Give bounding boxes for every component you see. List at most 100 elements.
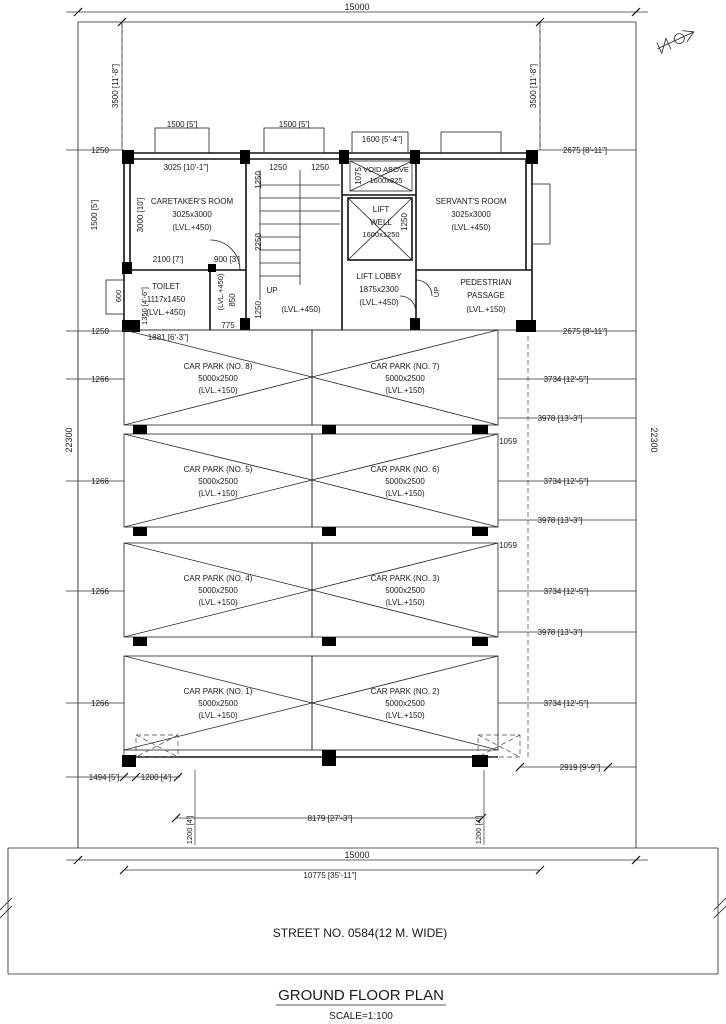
car-park-5-size: 5000x2500 (198, 477, 238, 486)
dim-top-window-mid: 1500 [5'] (279, 120, 309, 129)
dim-top-window-left: 1500 [5'] (167, 120, 197, 129)
pedestrian-name-1: PEDESTRIAN (460, 278, 511, 287)
dim-park-left-4: 1266 (91, 699, 109, 708)
dim-park-gap-1: 1059 (499, 437, 517, 446)
car-park-1-name: CAR PARK (NO. 1) (184, 687, 253, 696)
car-park-6-level: (LVL.+150) (385, 489, 425, 498)
caretaker-room-name: CARETAKER'S ROOM (151, 197, 234, 206)
dim-park-inner-3: 3978 [13'-3"] (538, 628, 583, 637)
car-park-1-size: 5000x2500 (198, 699, 238, 708)
car-park-7-level: (LVL.+150) (385, 386, 425, 395)
car-park-8-size: 5000x2500 (198, 374, 238, 383)
dim-overall-width: 15000 (344, 2, 369, 12)
dim-park-left-1: 1266 (91, 375, 109, 384)
lift-lobby-size: 1875x2300 (359, 285, 399, 294)
dim-park-right-1: 3734 [12'-5"] (544, 375, 589, 384)
dim-landing-850: 850 (228, 293, 237, 307)
dim-frontage-inner: 10775 [35'-11"] (303, 871, 356, 880)
dim-left-offset-top: 1250 (91, 146, 109, 155)
car-park-2-level: (LVL.+150) (385, 711, 425, 720)
car-park-bays (123, 329, 529, 758)
street: 15000 10775 [35'-11"] STREET NO. 0584(12… (0, 847, 726, 975)
lift-lobby-name: LIFT LOBBY (356, 272, 402, 281)
gate-dimensions: 1494 [5'] 1200 [4'] 2919 [9'-9"] 8179 [2… (66, 762, 636, 845)
dim-park-right-2: 3734 [12'-5"] (544, 477, 589, 486)
dim-lift-depth: 1250 (400, 213, 409, 231)
car-park-8-name: CAR PARK (NO. 8) (184, 362, 253, 371)
north-arrow-icon (656, 30, 695, 55)
stair-up-label: UP (266, 286, 277, 295)
lift-well-size: 1600x1250 (362, 230, 399, 239)
columns-top (122, 150, 538, 332)
dim-depth-right: 22300 (649, 427, 659, 452)
dim-gate-right: 2919 [9'-9"] (560, 763, 600, 772)
dim-landing-775: 775 (221, 321, 235, 330)
drawing-title: GROUND FLOOR PLAN SCALE=1:100 (276, 987, 446, 1022)
dim-park-right-3: 3734 [12'-5"] (544, 587, 589, 596)
car-park-6-size: 5000x2500 (385, 477, 425, 486)
servant-room-size: 3025x3000 (451, 210, 491, 219)
dim-gate-width-left: 1200 [4'] (141, 773, 171, 782)
pedestrian-name-2: PASSAGE (467, 291, 505, 300)
car-park-5-level: (LVL.+150) (198, 489, 238, 498)
dim-setback-left: 3500 [11'-8"] (111, 64, 120, 108)
car-park-3-size: 5000x2500 (385, 586, 425, 595)
stair-level: (LVL.+450) (281, 305, 321, 314)
void-name: VOID ABOVE (363, 165, 409, 174)
car-park-1-level: (LVL.+150) (198, 711, 238, 720)
lift-lobby-level: (LVL.+450) (359, 298, 399, 307)
dim-gate-post-left: 1200 [4'] (185, 816, 194, 845)
top-overall-dimension: 15000 (66, 2, 648, 17)
dim-right-offset-top: 2675 [8'-11"] (563, 146, 607, 155)
dim-void-depth: 1075 (354, 167, 363, 185)
dim-left-offset-park: 1250 (91, 327, 109, 336)
dim-park-right-4: 3734 [12'-5"] (544, 699, 589, 708)
top-dims: 1500 [5'] 1500 [5'] 1600 [5'-4"] 1250 26… (66, 120, 636, 342)
dim-park-left-2: 1266 (91, 477, 109, 486)
car-park-3-name: CAR PARK (NO. 3) (371, 574, 440, 583)
car-park-8-level: (LVL.+150) (198, 386, 238, 395)
dim-toilet-wall-1: 600 (114, 290, 123, 303)
dim-park-inner-2: 3978 [13'-3"] (538, 516, 583, 525)
dim-caretaker-depth: 3000 [10'] (136, 198, 145, 233)
dim-stair-side: 1250 (254, 171, 263, 189)
servant-room-name: SERVANT'S ROOM (435, 197, 506, 206)
car-park-3-level: (LVL.+150) (385, 598, 425, 607)
pedestrian-level: (LVL.+150) (466, 305, 506, 314)
car-park-7-name: CAR PARK (NO. 7) (371, 362, 440, 371)
lift-well-name-1: LIFT (373, 205, 390, 214)
dim-stair-landing: 1250 (311, 163, 329, 172)
car-park-4-name: CAR PARK (NO. 4) (184, 574, 253, 583)
caretaker-room-size: 3025x3000 (172, 210, 212, 219)
dim-gate-center: 8179 [27'-3"] (308, 814, 353, 823)
columns-park (122, 425, 488, 767)
park-dimensions: 1266 1266 1266 1266 3734 [12'-5"] 3734 [… (66, 375, 636, 708)
dim-right-offset-park: 2675 [8'-11"] (563, 327, 607, 336)
caretaker-room-level: (LVL.+450) (172, 223, 212, 232)
car-park-7-size: 5000x2500 (385, 374, 425, 383)
dim-gate-post-right: 1200 [4'] (474, 816, 483, 845)
dim-toilet-wall-2: 1350 [4'-6"] (140, 287, 149, 325)
room-labels: CARETAKER'S ROOM 3025x3000 (LVL.+450) SE… (146, 165, 511, 317)
toilet-name: TOILET (152, 282, 180, 291)
toilet-level: (LVL.+450) (146, 308, 186, 317)
dim-landing-1250: 1250 (254, 301, 263, 319)
car-park-4-level: (LVL.+150) (198, 598, 238, 607)
front-setback-dimensions: 3500 [11'-8"] 3500 [11'-8"] (111, 17, 545, 150)
dim-park-inner-1: 3978 [13'-3"] (538, 414, 583, 423)
side-depth-dimensions: 22300 22300 (64, 330, 659, 848)
dim-stair-width: 1250 (269, 163, 287, 172)
void-size: 1600x825 (370, 176, 403, 185)
car-park-5-name: CAR PARK (NO. 5) (184, 465, 253, 474)
dim-left-window: 1500 [5'] (90, 200, 99, 230)
lift-well-name-2: WELL (370, 218, 392, 227)
dim-toilet-strip: 2100 [7'] (153, 255, 183, 264)
dim-park-gap-2: 1059 (499, 541, 517, 550)
car-park-4-size: 5000x2500 (198, 586, 238, 595)
plot-boundary (77, 21, 637, 848)
car-park-2-name: CAR PARK (NO. 2) (371, 687, 440, 696)
dim-frontage: 15000 (344, 850, 369, 860)
dim-stair-run: 2250 (254, 233, 263, 251)
scale-text: SCALE=1:100 (329, 1011, 393, 1022)
